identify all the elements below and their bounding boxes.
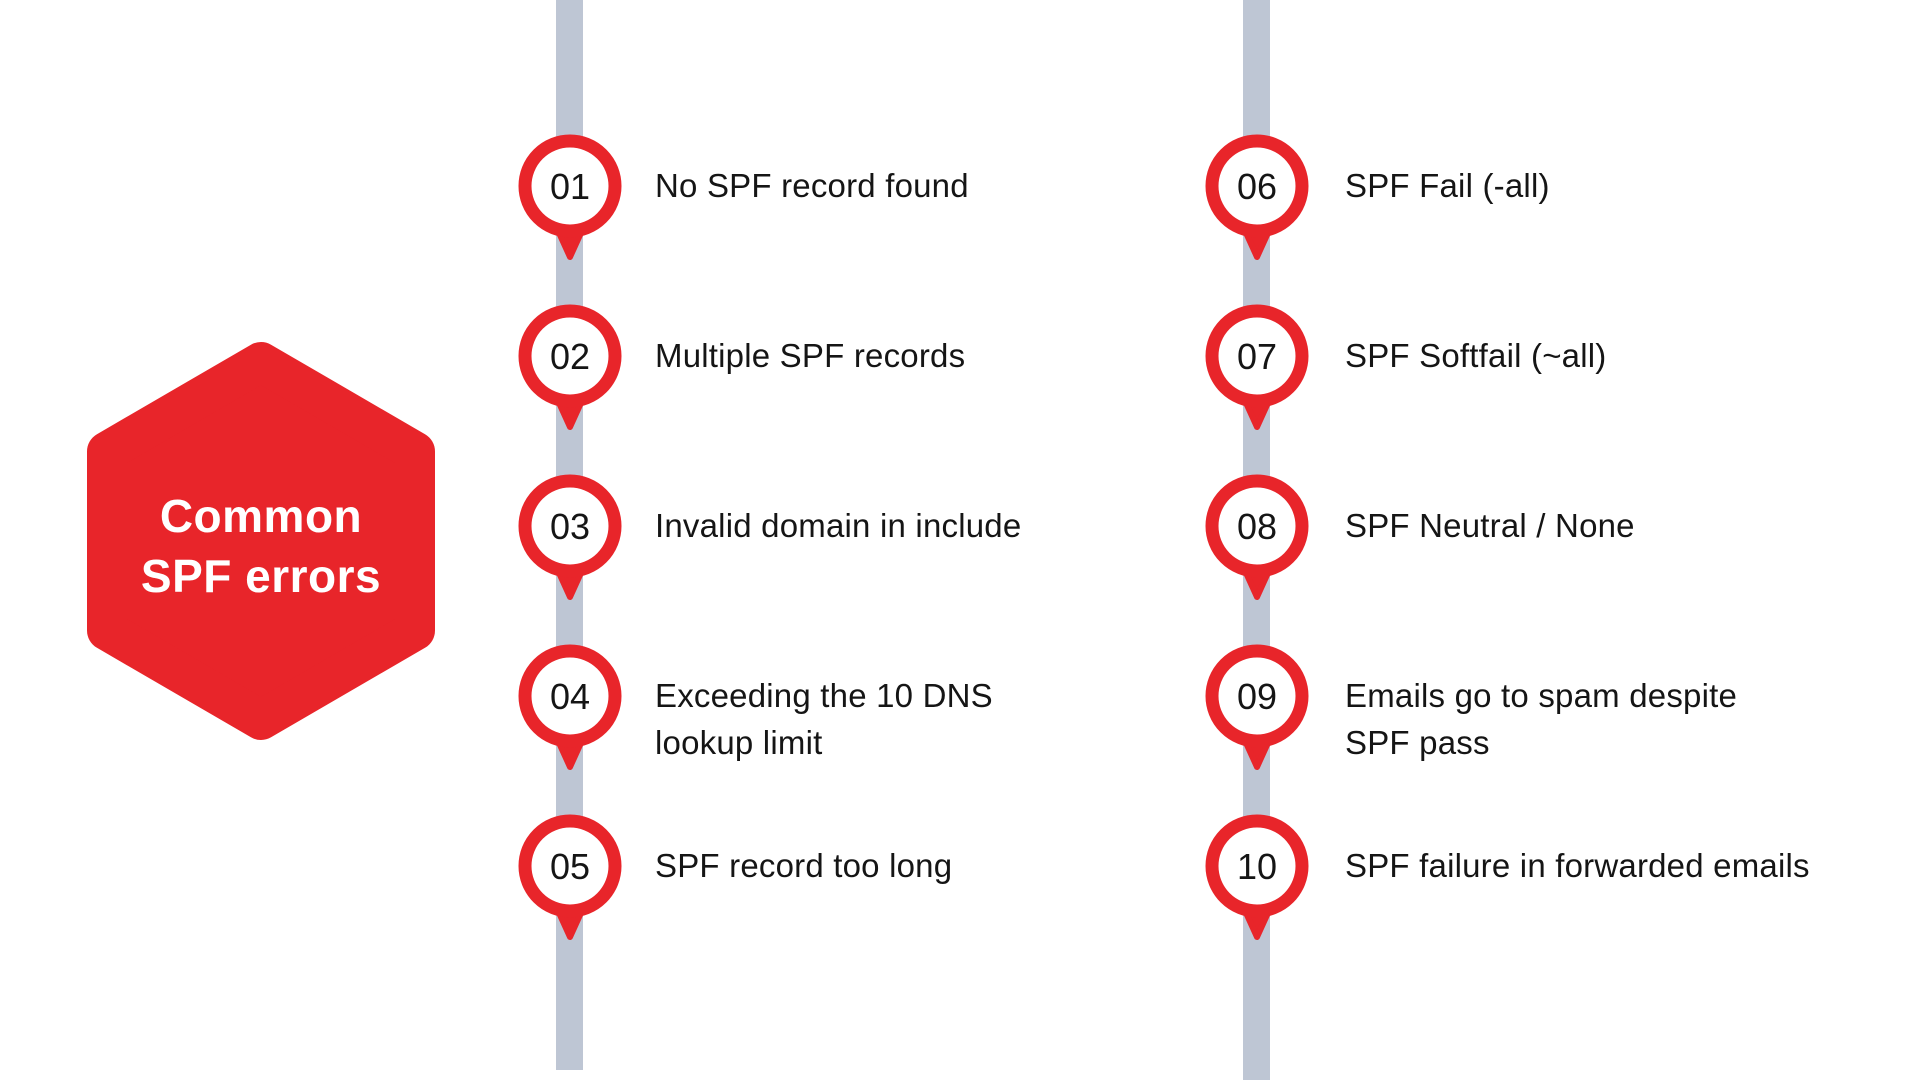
pin-badge-icon: 07: [1205, 304, 1309, 430]
pin-number: 07: [1237, 336, 1277, 377]
hexagon-icon: [87, 342, 435, 740]
page-title: Common SPF errors: [140, 490, 382, 602]
pin-badge-icon: 05: [518, 814, 622, 940]
pin-badge-icon: 04: [518, 644, 622, 770]
pin-badge-icon: 01: [518, 134, 622, 260]
item-label: Exceeding the 10 DNS lookup limit: [655, 677, 993, 761]
item-label: SPF Fail (-all): [1345, 167, 1550, 204]
item-label: SPF Neutral / None: [1345, 507, 1635, 544]
pin-number: 01: [550, 166, 590, 207]
pin-number: 03: [550, 506, 590, 547]
pin-badge-icon: 03: [518, 474, 622, 600]
item-label: Multiple SPF records: [655, 337, 966, 374]
pin-number: 06: [1237, 166, 1277, 207]
pin-badge-icon: 08: [1205, 474, 1309, 600]
item-label: Invalid domain in include: [655, 507, 1022, 544]
item-label: No SPF record found: [655, 167, 969, 204]
item-label: SPF failure in forwarded emails: [1345, 847, 1810, 884]
pin-badge-icon: 10: [1205, 814, 1309, 940]
pin-number: 08: [1237, 506, 1277, 547]
pin-badge-icon: 02: [518, 304, 622, 430]
pin-number: 05: [550, 846, 590, 887]
item-label: Emails go to spam despite SPF pass: [1345, 677, 1738, 761]
pin-badge-icon: 09: [1205, 644, 1309, 770]
title-hexagon: Common SPF errors: [87, 342, 435, 740]
pin-number: 04: [550, 676, 590, 717]
item-label: SPF record too long: [655, 847, 953, 884]
pin-number: 09: [1237, 676, 1277, 717]
pin-number: 10: [1237, 846, 1277, 887]
pin-number: 02: [550, 336, 590, 377]
pin-badge-icon: 06: [1205, 134, 1309, 260]
item-label: SPF Softfail (~all): [1345, 337, 1607, 374]
